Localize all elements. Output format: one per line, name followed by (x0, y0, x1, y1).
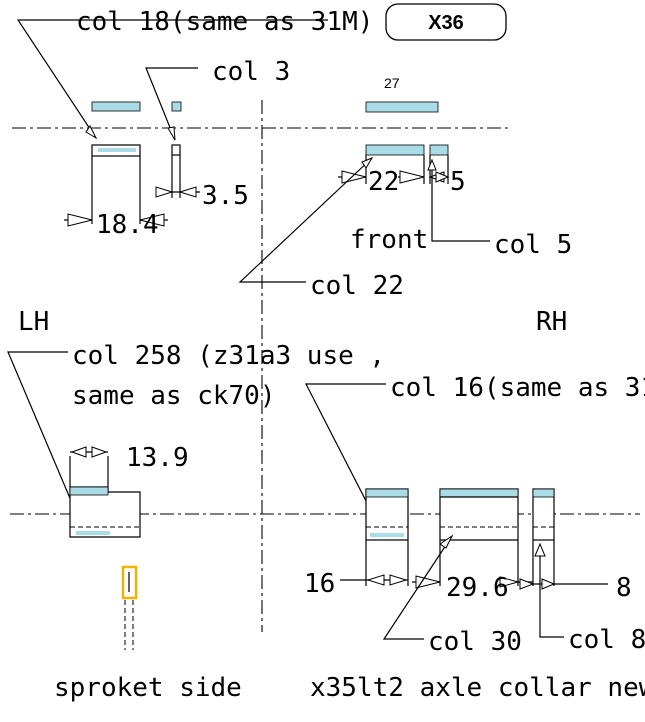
collar-col18 (91, 101, 141, 224)
collar-col3 (171, 101, 182, 198)
dim-16-text: 16 (304, 569, 335, 599)
label-col5: col 5 (494, 230, 572, 260)
leader-arrow-col30 (439, 534, 454, 549)
leader-arrow-col8 (534, 542, 546, 557)
leader-col22 (238, 157, 373, 283)
leader-arrow-col22 (361, 156, 374, 169)
caption: x35lt2 axle collar new (310, 673, 645, 703)
drawing-id-badge: X36 (385, 3, 507, 41)
leader-col30 (382, 535, 453, 640)
label-col3: col 3 (212, 57, 290, 87)
dim-22-text: 22 (368, 167, 399, 197)
leader-col5 (431, 162, 490, 242)
dim-8 (519, 578, 608, 590)
leader-col16 (305, 383, 386, 537)
label-col30: col 30 (428, 627, 522, 657)
badge-text: X36 (428, 12, 464, 34)
label-27: 27 (384, 75, 400, 91)
leader-col3 (145, 67, 198, 141)
dim-13-9 (70, 446, 108, 458)
collar-col30 (439, 488, 519, 586)
leader-arrow-col18 (85, 125, 98, 140)
label-col8: col 8 (568, 625, 645, 655)
dim-18-4-text: 18.4 (96, 210, 159, 240)
label-col258-line2: same as ck70) (72, 381, 276, 411)
collar-27-top (365, 101, 439, 113)
leader-arrow-col5 (427, 158, 437, 171)
label-lh: LH (18, 307, 49, 337)
dim-5-text: 5 (450, 167, 466, 197)
leader-arrow-col3 (167, 126, 176, 141)
collar-col16 (365, 488, 409, 586)
leader-col18 (16, 19, 328, 139)
collar-col22 (365, 144, 425, 184)
label-col18: col 18(same as 31M) (76, 7, 373, 37)
dim-5 (428, 171, 450, 183)
label-col16: col 16(same as 31M) (390, 373, 645, 403)
label-rh: RH (536, 307, 567, 337)
label-col22: col 22 (310, 271, 404, 301)
dim-8-text: 8 (616, 573, 632, 603)
dim-3-5 (155, 186, 200, 198)
dim-29-6-text: 29.6 (446, 573, 509, 603)
sprocket-marker (121, 565, 138, 650)
label-col258-line1: col 258 (z31a3 use , (72, 341, 385, 371)
leader-col258 (7, 351, 87, 537)
label-front: front (350, 225, 428, 255)
leader-col8 (539, 548, 564, 638)
dim-16 (340, 574, 408, 586)
collar-col258 (69, 456, 141, 538)
dim-3-5-text: 3.5 (202, 181, 249, 211)
dim-18-4 (64, 213, 168, 227)
dim-13-9-text: 13.9 (126, 443, 189, 473)
label-sprocket-side: sproket side (54, 673, 242, 703)
collar-col8 (532, 488, 555, 586)
